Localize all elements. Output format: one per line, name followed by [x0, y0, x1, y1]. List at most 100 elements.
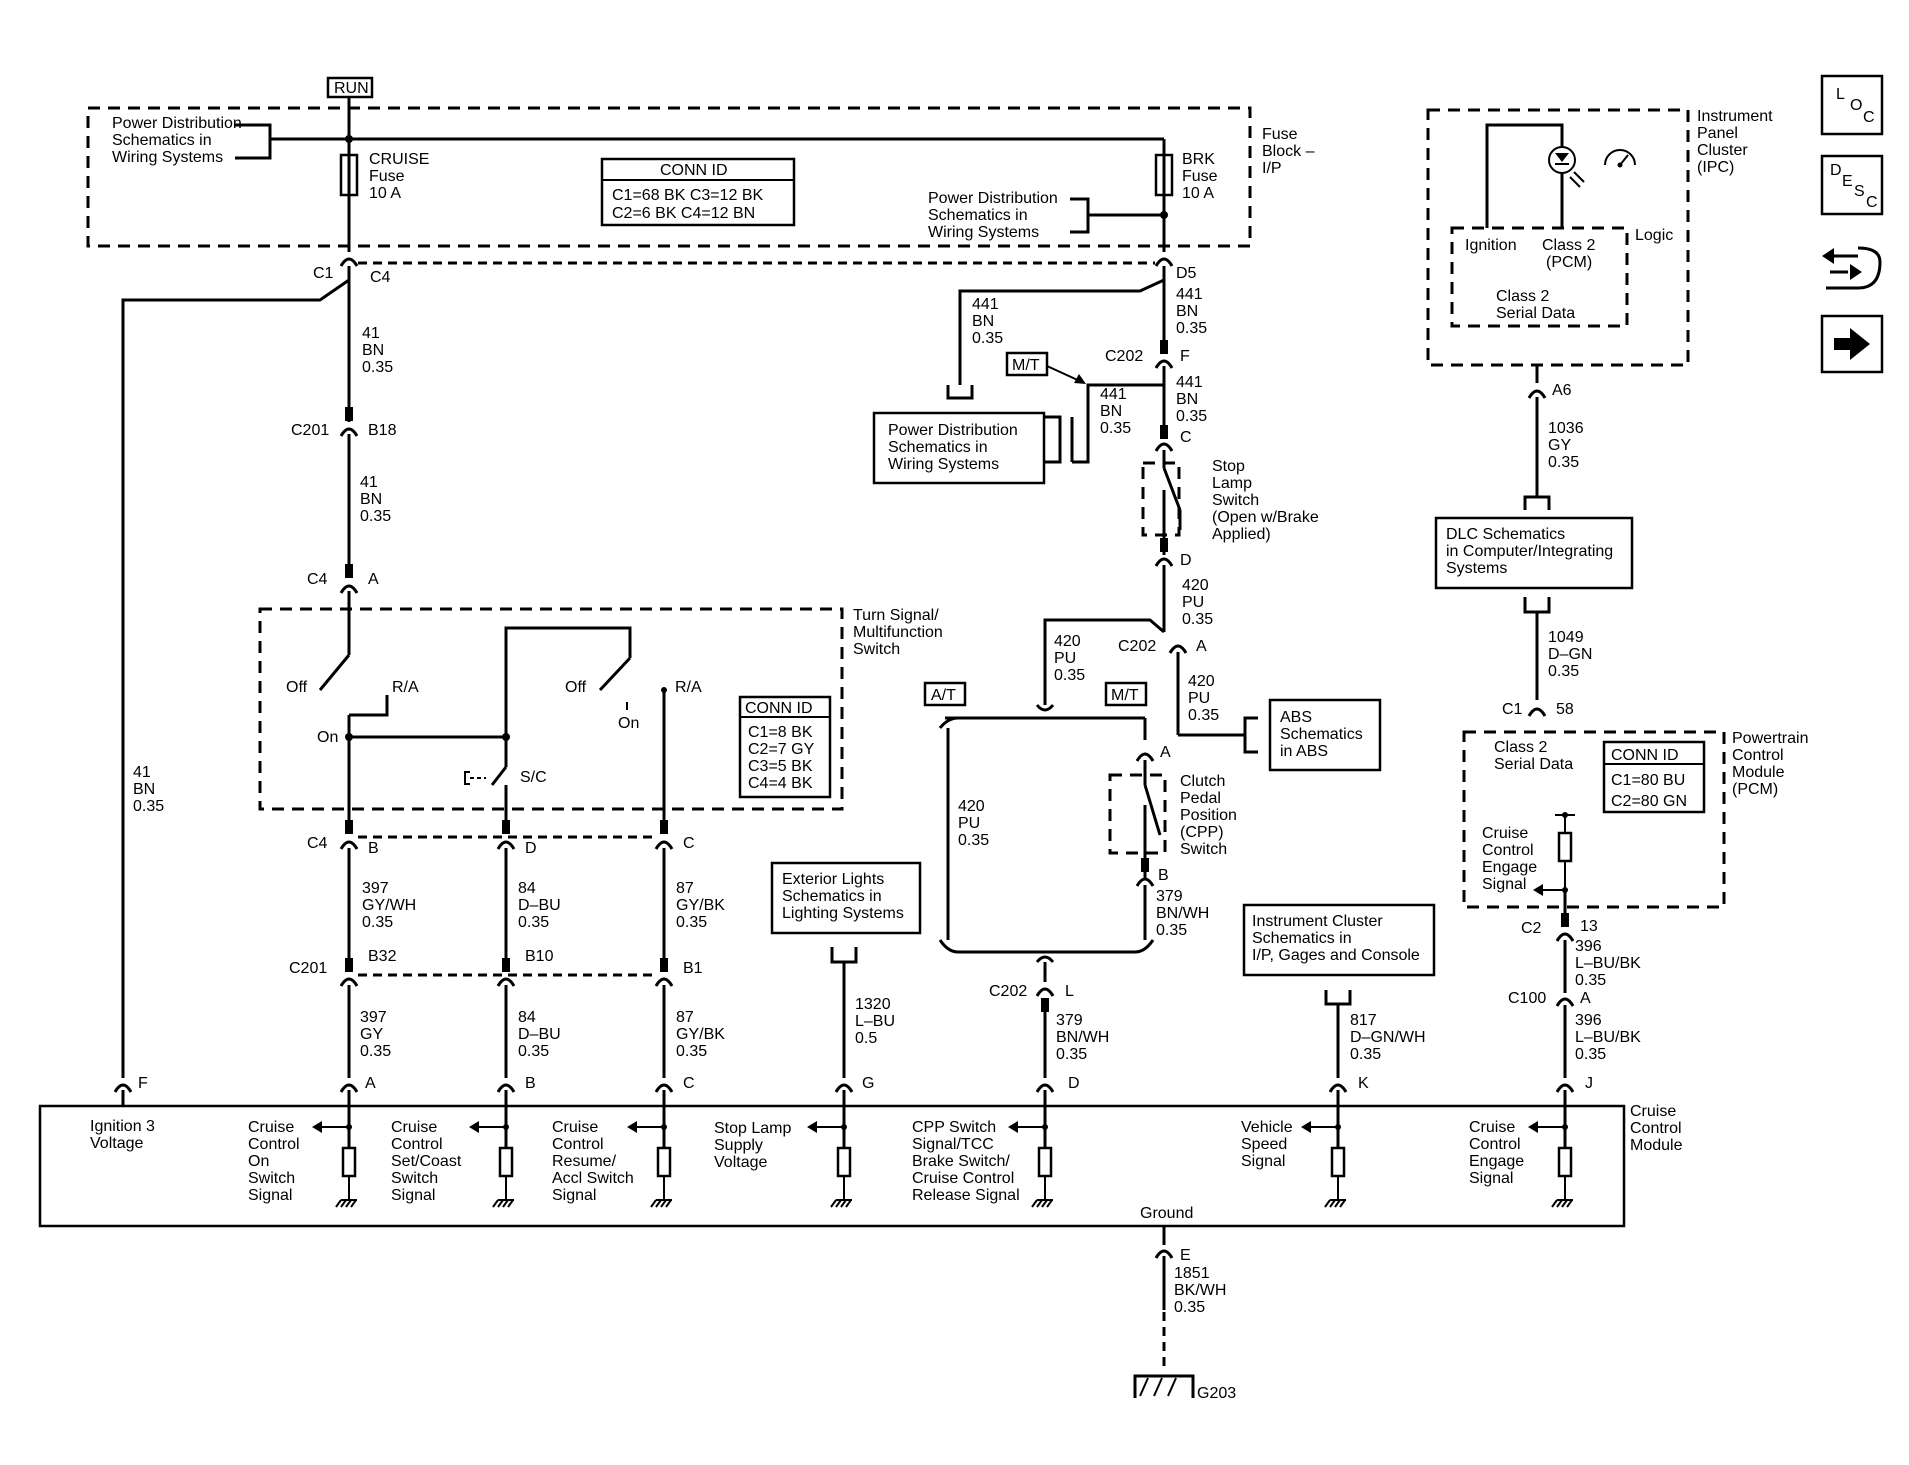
wire-1320-label: 1320 L–BU 0.5: [855, 996, 895, 1047]
svg-text:S: S: [1854, 183, 1865, 200]
sw-on2: On: [618, 715, 639, 732]
conn-id-turn-title: CONN ID: [745, 700, 813, 717]
module-pin-g: G Stop Lamp Supply Voltage: [714, 1075, 874, 1208]
svg-text:in Computer/Integrating: in Computer/Integrating: [1446, 543, 1613, 560]
svg-text:1851: 1851: [1174, 1265, 1210, 1282]
svg-text:Signal: Signal: [391, 1187, 435, 1204]
svg-text:Switch: Switch: [248, 1170, 295, 1187]
ext-lights-label: Exterior Lights Schematics in Lighting S…: [782, 871, 904, 922]
conn-id-pcm-box: [1602, 740, 1706, 814]
svg-text:84: 84: [518, 880, 536, 897]
svg-text:BK/WH: BK/WH: [1174, 1282, 1226, 1299]
conn-c201-b18: C201: [291, 422, 329, 439]
svg-text:GY: GY: [1548, 437, 1571, 454]
at-label: A/T: [931, 687, 956, 704]
svg-text:PU: PU: [1054, 650, 1076, 667]
svg-text:0.35: 0.35: [676, 1043, 707, 1060]
at-label-box: [923, 681, 967, 707]
svg-text:DLC Schematics: DLC Schematics: [1446, 526, 1565, 543]
wire-41-left-label: 41 BN 0.35: [133, 764, 164, 815]
svg-text:Multifunction: Multifunction: [853, 624, 943, 641]
svg-text:Fuse: Fuse: [369, 168, 405, 185]
conn-d5: D5: [1176, 265, 1197, 282]
svg-text:0.35: 0.35: [958, 832, 989, 849]
svg-text:BN/WH: BN/WH: [1056, 1029, 1109, 1046]
svg-text:A: A: [365, 1075, 376, 1092]
svg-text:Accl Switch: Accl Switch: [552, 1170, 634, 1187]
svg-text:Schematics in: Schematics in: [112, 132, 212, 149]
ground-id: G203: [1197, 1385, 1236, 1402]
conn-id-turn-row3: C3=5 BK: [748, 758, 813, 775]
conn-e: E: [1180, 1247, 1191, 1264]
svg-text:0.35: 0.35: [1176, 408, 1207, 425]
wire-1851-label: 1851 BK/WH 0.35: [1174, 1265, 1226, 1316]
next-arrow-icon[interactable]: [1820, 314, 1884, 374]
svg-text:Switch: Switch: [1180, 841, 1227, 858]
svg-text:D: D: [1830, 162, 1842, 179]
svg-text:Control: Control: [248, 1136, 300, 1153]
svg-text:Supply: Supply: [714, 1137, 763, 1154]
pd-box: [872, 411, 1046, 485]
diagnostic-icon[interactable]: [1822, 246, 1882, 290]
svg-text:BN/WH: BN/WH: [1156, 905, 1209, 922]
ipc-serial-2: Serial Data: [1496, 305, 1575, 322]
svg-text:Control: Control: [1732, 747, 1784, 764]
svg-text:On: On: [248, 1153, 269, 1170]
description-icon[interactable]: D E S C: [1820, 154, 1884, 216]
svg-text:Schematics in: Schematics in: [888, 439, 988, 456]
svg-text:Instrument: Instrument: [1697, 108, 1773, 125]
svg-text:0.35: 0.35: [1575, 972, 1606, 989]
module-pin-d: D CPP Switch Signal/TCC Brake Switch/ Cr…: [912, 1075, 1080, 1208]
svg-text:0.35: 0.35: [518, 914, 549, 931]
svg-text:CPP Switch: CPP Switch: [912, 1119, 996, 1136]
speedometer-icon: [1604, 149, 1636, 168]
stop-lamp-label: Stop Lamp Switch (Open w/Brake Applied): [1212, 458, 1319, 543]
svg-text:396: 396: [1575, 1012, 1602, 1029]
ground-g203-symbol: [1133, 1374, 1195, 1398]
conn-c4a: C4: [307, 571, 328, 588]
svg-text:Brake Switch/: Brake Switch/: [912, 1153, 1010, 1170]
svg-text:420: 420: [1182, 577, 1209, 594]
svg-text:C: C: [1863, 109, 1875, 126]
cruise-fuse-label: CRUISE Fuse 10 A: [369, 151, 429, 202]
svg-text:0.35: 0.35: [1176, 320, 1207, 337]
svg-text:D–GN: D–GN: [1548, 646, 1592, 663]
svg-text:Signal: Signal: [1469, 1170, 1513, 1187]
conn-id-top-title: CONN ID: [660, 162, 728, 179]
svg-text:Turn Signal/: Turn Signal/: [853, 607, 939, 624]
svg-text:Cruise: Cruise: [1630, 1103, 1676, 1120]
wire-817-label: 817 D–GN/WH 0.35: [1350, 1012, 1426, 1063]
svg-text:Control: Control: [1630, 1120, 1682, 1137]
wire-397a-label: 397 GY/WH 0.35: [362, 880, 416, 931]
svg-text:0.35: 0.35: [1188, 707, 1219, 724]
inst-cluster-box: [1242, 903, 1436, 977]
sw-ra2: R/A: [675, 679, 702, 696]
svg-text:Switch: Switch: [1212, 492, 1259, 509]
svg-text:0.35: 0.35: [360, 1043, 391, 1060]
conn-b10: B10: [525, 948, 554, 965]
svg-text:(CPP): (CPP): [1180, 824, 1224, 841]
svg-text:Instrument Cluster: Instrument Cluster: [1252, 913, 1383, 930]
svg-text:0.35: 0.35: [1548, 454, 1579, 471]
clutch-label: Clutch Pedal Position (CPP) Switch: [1180, 773, 1237, 858]
svg-text:Switch: Switch: [391, 1170, 438, 1187]
svg-text:441: 441: [1100, 386, 1127, 403]
ipc-class2-pcm-1: Class 2: [1542, 237, 1595, 254]
location-icon[interactable]: L O C: [1820, 74, 1884, 136]
wire-41-mid-label: 41 BN 0.35: [360, 474, 391, 525]
conn-c2-13: C2: [1521, 920, 1542, 937]
conn-c201b: C201: [289, 960, 327, 977]
svg-text:Schematics: Schematics: [1280, 726, 1363, 743]
svg-text:41: 41: [362, 325, 380, 342]
svg-text:BN: BN: [1100, 403, 1122, 420]
svg-text:Signal: Signal: [1482, 876, 1526, 893]
wire-84a-label: 84 D–BU 0.35: [518, 880, 561, 931]
svg-text:41: 41: [133, 764, 151, 781]
conn-id-top-row2: C2=6 BK C4=12 BN: [612, 205, 755, 222]
ground-label: Ground: [1140, 1205, 1193, 1222]
wire-396a-label: 396 L–BU/BK 0.35: [1575, 938, 1641, 989]
sw-ra1: R/A: [392, 679, 419, 696]
wire-441-mt-label: 441 BN 0.35: [1100, 386, 1131, 437]
svg-text:BN: BN: [972, 313, 994, 330]
svg-text:Systems: Systems: [1446, 560, 1507, 577]
